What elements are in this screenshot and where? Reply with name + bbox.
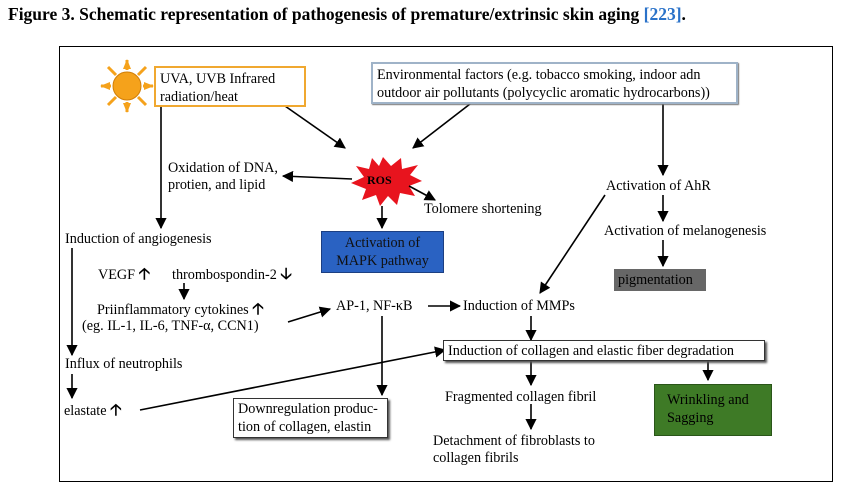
detachment-line-1: Detachment of fibroblasts to <box>433 433 595 449</box>
vegf-text: VEGF <box>98 267 136 283</box>
vegf-label: VEGF 🡡 <box>98 266 150 284</box>
oxidation-line-2: protien, and lipid <box>168 177 266 193</box>
oxidation-label: Oxidation of DNA, protien, and lipid <box>168 160 278 194</box>
wrinkling-line-2: Sagging <box>667 410 714 426</box>
downregulation-line-1: Downregulation produc- <box>238 401 378 417</box>
figure-title: Figure 3. Schematic representation of pa… <box>8 4 686 25</box>
down-arrow-icon: 🡣 <box>280 266 292 283</box>
pigmentation-box: pigmentation <box>614 269 706 291</box>
ahr-activation-label: Activation of AhR <box>606 178 711 194</box>
uv-radiation-box: UVA, UVB Infrared radiation/heat <box>154 66 306 107</box>
arrow-elastate-to-degradation <box>139 346 447 411</box>
ros-burst-shape <box>351 157 422 206</box>
up-arrow-icon: 🡡 <box>252 301 264 318</box>
collagen-degradation-box: Induction of collagen and elastic fiber … <box>443 340 765 361</box>
arrow-uv-to-ros <box>284 105 346 149</box>
downregulation-box: Downregulation produc- tion of collagen,… <box>233 398 388 438</box>
env-line-1: Environmental factors (e.g. tobacco smok… <box>377 67 701 83</box>
arrow-ros-to-oxidation <box>281 170 353 183</box>
melanogenesis-label: Activation of melanogenesis <box>604 223 767 239</box>
arrow-ros-to-telomere <box>408 185 436 201</box>
sun-icon <box>100 59 154 113</box>
detachment-line-2: collagen fibrils <box>433 450 519 466</box>
wrinkling-line-1: Wrinkling and <box>667 392 749 408</box>
wrinkling-sagging-box: Wrinkling and Sagging <box>654 384 772 436</box>
mmps-induction-label: Induction of MMPs <box>463 298 575 314</box>
downregulation-line-2: tion of collagen, elastin <box>238 419 372 435</box>
oxidation-line-1: Oxidation of DNA, <box>168 160 278 176</box>
ros-label: ROS <box>367 173 392 187</box>
arrow-env-to-ros <box>412 103 471 149</box>
fragmented-collagen-label: Fragmented collagen fibril <box>445 389 597 405</box>
cytokines-label: Priinflammatory cytokines 🡡 <box>97 301 264 319</box>
uv-line-1: UVA, UVB Infrared <box>160 71 276 87</box>
environmental-factors-box: Environmental factors (e.g. tobacco smok… <box>371 62 738 104</box>
detachment-label: Detachment of fibroblasts to collagen fi… <box>433 433 595 467</box>
telomere-shortening-label: Tolomere shortening <box>424 201 542 217</box>
up-arrow-icon: 🡡 <box>138 266 151 283</box>
elastate-label: elastate 🡡 <box>64 402 122 420</box>
angiogenesis-label: Induction of angiogenesis <box>65 231 212 247</box>
mapk-line-1: Activation of <box>344 235 421 251</box>
figure-reference-link[interactable]: [223] <box>643 4 682 24</box>
env-line-2: outdoor air pollutants (polycyclic aroma… <box>377 85 710 101</box>
mapk-line-2: MAPK pathway <box>336 253 429 269</box>
figure-title-period: . <box>681 4 686 24</box>
thrombospondin-label: thrombospondin-2 🡣 <box>172 266 292 284</box>
mapk-pathway-box: Activation of MAPK pathway <box>321 231 444 273</box>
thrombospondin-text: thrombospondin-2 <box>172 267 277 283</box>
uv-line-2: radiation/heat <box>160 89 238 105</box>
neutrophils-label: Influx of neutrophils <box>65 356 183 372</box>
elastate-text: elastate <box>64 403 107 419</box>
diagram-frame <box>59 46 833 482</box>
up-arrow-icon: 🡡 <box>110 402 122 419</box>
ap1-nfkb-label: AP-1, NF-κB <box>336 298 413 314</box>
arrow-cytokines-to-ap1 <box>287 306 332 323</box>
cytokines-line-1: Priinflammatory cytokines 🡡 <box>97 301 264 319</box>
cytokines-text: Priinflammatory cytokines <box>97 302 249 318</box>
cytokines-line-2: (eg. IL-1, IL-6, TNF-α, CCN1) <box>82 318 259 334</box>
figure-title-text: Figure 3. Schematic representation of pa… <box>8 4 644 24</box>
arrow-ahr-to-mmps <box>539 194 606 294</box>
